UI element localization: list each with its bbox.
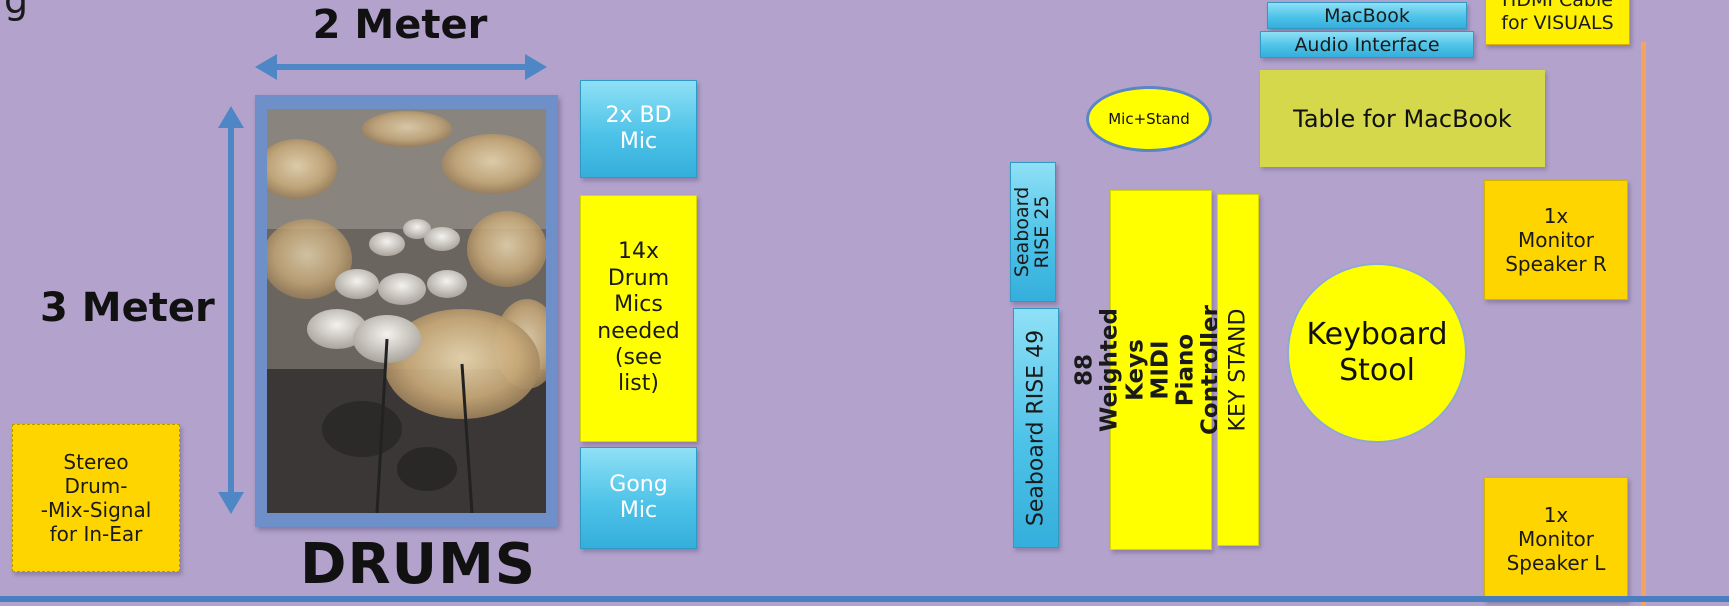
seaboard-rise-25: Seaboard RISE 25 xyxy=(1010,162,1056,302)
key-stand-box: KEY STAND xyxy=(1217,194,1259,546)
seaboard-rise-49: Seaboard RISE 49 xyxy=(1013,308,1059,548)
monitor-speaker-r: 1x Monitor Speaker R xyxy=(1484,180,1628,300)
mic-stand-circle: Mic+Stand xyxy=(1086,86,1212,152)
height-label: 3 Meter xyxy=(40,285,215,331)
stereo-mix-box: Stereo Drum- -Mix-Signal for In-Ear xyxy=(12,424,180,572)
drum-mics-box: 14x Drum Mics needed (see list) xyxy=(580,195,697,442)
drums-title: DRUMS xyxy=(300,532,537,597)
width-label: 2 Meter xyxy=(312,2,488,48)
macbook-box: MacBook xyxy=(1267,2,1467,29)
midi-keyboard-box: 88 Weighted Keys MIDI Piano Controller K… xyxy=(1071,190,1249,550)
width-arrow xyxy=(255,54,547,80)
keyboard-stool-circle: Keyboard Stool xyxy=(1287,263,1467,443)
stage-edge-line xyxy=(0,596,1729,602)
monitor-speaker-l: 1x Monitor Speaker L xyxy=(1484,477,1628,601)
hdmi-cable-box: HDMI Cable for VISUALS xyxy=(1485,0,1630,45)
drum-kit-photo xyxy=(255,95,559,527)
drum-kit-icon xyxy=(257,109,559,514)
partial-heading-letter: g xyxy=(4,0,29,22)
height-arrow xyxy=(218,106,244,514)
bd-mic-box: 2x BD Mic xyxy=(580,80,697,178)
audio-interface-box: Audio Interface xyxy=(1260,31,1474,58)
gong-mic-box: Gong Mic xyxy=(580,447,697,549)
table-macbook-box: Table for MacBook xyxy=(1260,70,1545,167)
hdmi-cable-line xyxy=(1641,42,1646,606)
